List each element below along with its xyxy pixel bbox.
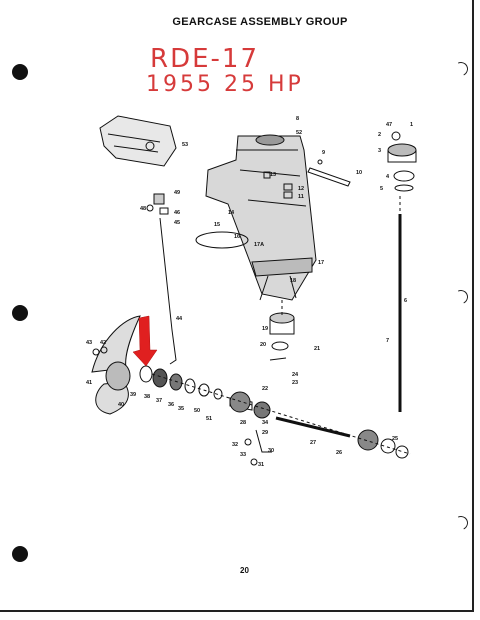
shift-lever [307,159,351,187]
callout-33: 33 [240,452,246,458]
callout-2: 2 [378,132,381,138]
callout-5: 5 [380,186,383,192]
small-fittings [146,193,169,215]
lower-housing-cover [99,115,177,167]
callout-32: 32 [232,442,238,448]
callout-46: 46 [174,210,180,216]
callout-22: 22 [262,386,268,392]
callout-25: 25 [392,436,398,442]
callout-15: 15 [214,222,220,228]
callout-28: 28 [240,420,246,426]
callout-14: 14 [228,210,235,216]
callout-48: 48 [140,206,146,212]
callout-21: 21 [314,346,320,352]
callout-24: 24 [292,372,299,378]
callout-13: 13 [270,172,276,178]
o-ring [195,231,249,249]
binder-hole-middle [12,305,28,321]
bearing-assembly [269,312,295,361]
binder-hole-bottom [12,546,28,562]
callout-20: 20 [260,342,266,348]
propeller [91,315,141,415]
callout-42: 42 [100,340,106,346]
callout-51: 51 [206,416,212,422]
callout-43: 43 [86,340,92,346]
callout-9: 9 [322,150,325,156]
pins-group [263,171,293,199]
handwritten-model: RDE-17 [150,44,259,74]
callout-40: 40 [118,402,124,408]
callout-41: 41 [86,380,92,386]
callout-30: 30 [268,448,274,454]
callout-44: 44 [176,316,183,322]
shift-rod [159,217,177,365]
callout-27: 27 [310,440,316,446]
callout-4: 4 [386,174,390,180]
page-title: GEARCASE ASSEMBLY GROUP [172,16,348,28]
water-pump-stack [387,131,417,192]
scanned-sheet [0,0,474,612]
callout-18: 18 [290,278,296,284]
callout-17a: 17A [254,242,264,248]
forward-gear [229,391,271,419]
callout-23: 23 [292,380,298,386]
callout-29: 29 [262,430,268,436]
binder-hole-top [12,64,28,80]
marker-arrow [132,315,158,367]
callout-35: 35 [178,406,184,412]
callout-19: 19 [262,326,268,332]
reverse-gear [357,429,409,459]
callout-39: 39 [130,392,136,398]
callout-8: 8 [296,116,299,122]
callout-26: 26 [336,450,342,456]
callout-45: 45 [174,220,180,226]
callout-36: 36 [168,402,174,408]
callout-10: 10 [356,170,362,176]
callout-49: 49 [174,190,180,196]
callout-31: 31 [258,462,264,468]
callout-16: 16 [234,234,240,240]
page-number: 20 [240,566,249,575]
callout-50: 50 [194,408,200,414]
callout-12: 12 [298,186,304,192]
callout-37: 37 [156,398,162,404]
callout-11: 11 [298,194,304,200]
assembly-centerline [151,196,411,455]
callout-52: 52 [296,130,302,136]
shifter-parts [244,429,272,466]
callout-17: 17 [318,260,324,266]
callout-3: 3 [378,148,381,154]
callout-53: 53 [182,142,188,148]
callout-47: 47 [386,122,392,128]
callout-38: 38 [144,394,150,400]
propeller-shaft [275,416,351,438]
handwritten-year-hp: 1955 25 HP [146,72,304,97]
callout-1: 1 [410,122,413,128]
callout-7: 7 [386,338,389,344]
callout-6: 6 [404,298,407,304]
callout-34: 34 [262,420,269,426]
gearcase-housing [205,134,317,301]
